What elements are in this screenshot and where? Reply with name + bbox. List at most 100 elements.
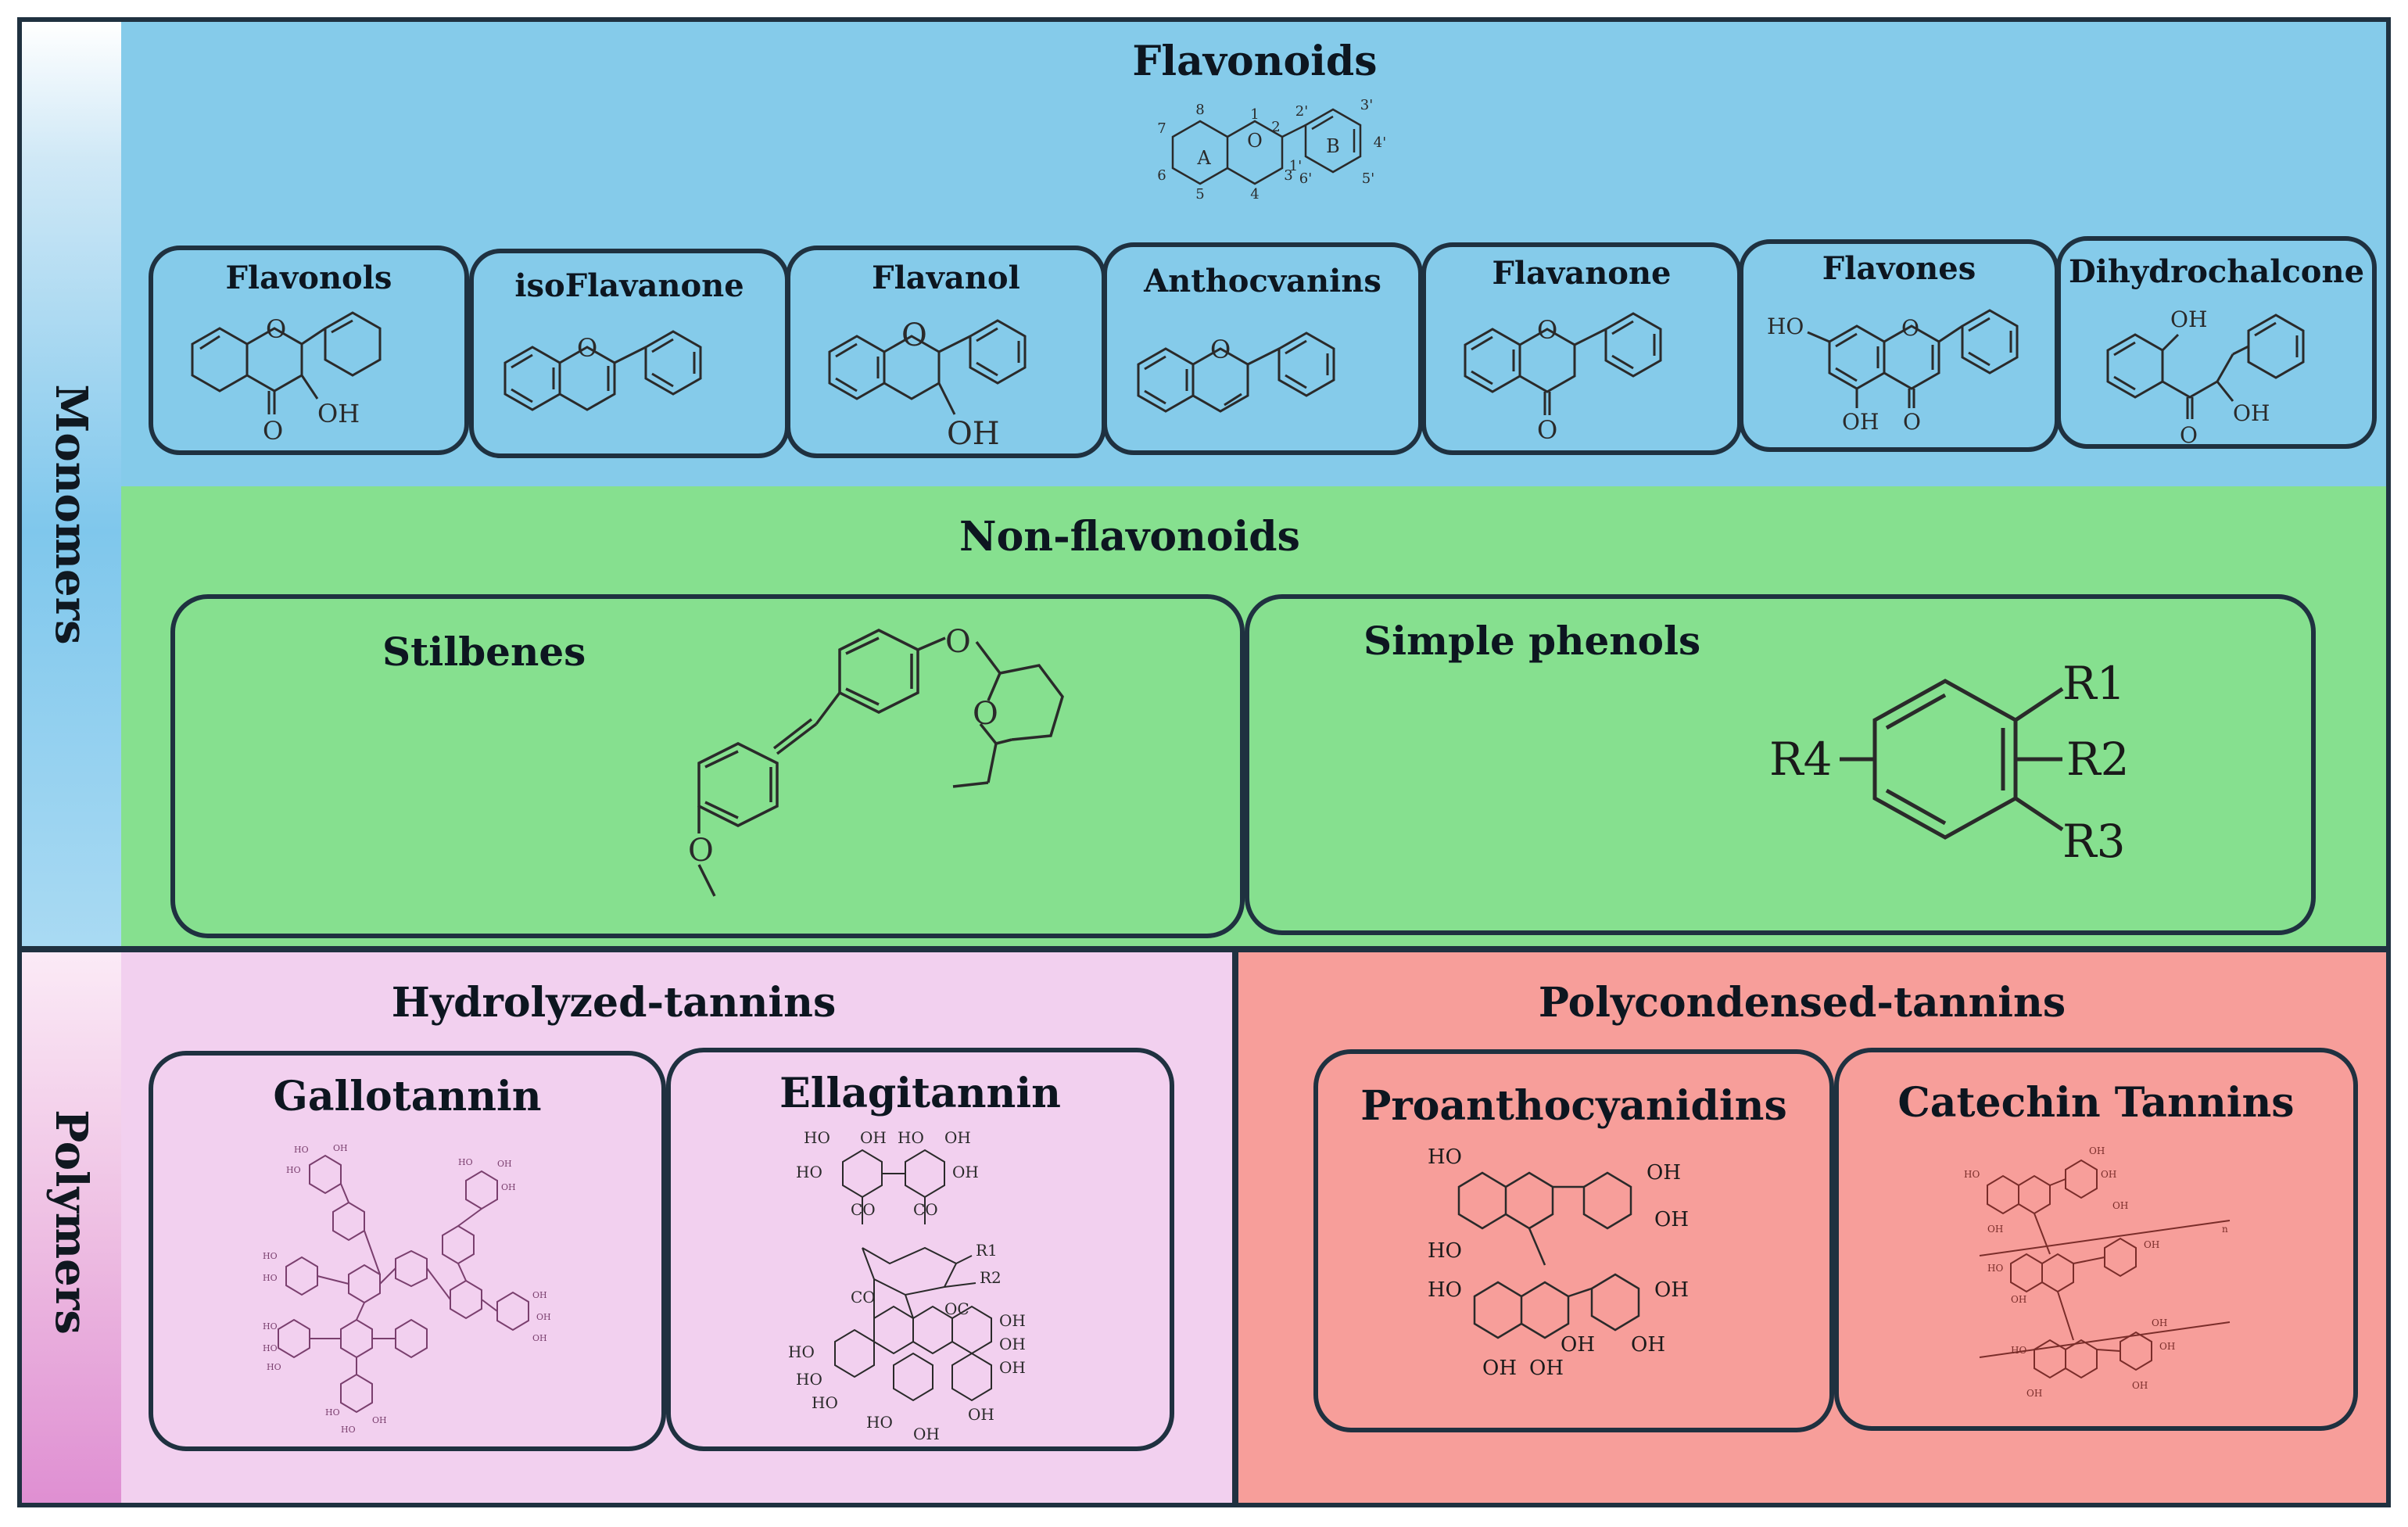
- svg-text:HO: HO: [804, 1128, 830, 1147]
- hydrolyzed-tannins-title: Hydrolyzed-tannins: [391, 979, 837, 1027]
- core-num: 1: [1250, 106, 1259, 123]
- pa-group: HO: [1428, 1278, 1462, 1302]
- core-num: 1': [1289, 158, 1302, 174]
- core-num: 2': [1295, 103, 1308, 120]
- flavonols-keto: O: [263, 416, 283, 446]
- pa-group: OH: [1561, 1333, 1595, 1357]
- core-num: 5': [1362, 170, 1374, 187]
- phenol-r4: R4: [1769, 733, 1833, 786]
- flavanol-ring-o: O: [901, 317, 927, 353]
- svg-text:OH: OH: [532, 1290, 547, 1300]
- svg-text:OH: OH: [913, 1425, 940, 1443]
- pa-group: HO: [1428, 1145, 1462, 1169]
- svg-text:OH: OH: [2132, 1380, 2148, 1391]
- card-gallotannin: Gallotannin: [149, 1051, 666, 1451]
- flavones-ho: HO: [1767, 314, 1804, 339]
- svg-text:HO: HO: [2011, 1345, 2026, 1356]
- card-flavanol-label: Flavanol: [872, 260, 1020, 296]
- flavonols-structure: O O OH: [191, 311, 382, 446]
- monomer-polymer-divider: [22, 946, 2386, 952]
- svg-text:OC: OC: [944, 1299, 969, 1318]
- flavonoids-title: Flavonoids: [1132, 38, 1378, 85]
- svg-text:CO: CO: [851, 1288, 876, 1307]
- card-flavonols-label: Flavonols: [225, 260, 392, 296]
- svg-text:HO: HO: [1987, 1263, 2003, 1274]
- card-anthocyanins: Anthocvanins O: [1102, 242, 1423, 455]
- svg-text:OH: OH: [2026, 1388, 2042, 1399]
- ellagitannin-label: Ellagitannin: [779, 1070, 1061, 1117]
- svg-text:HO: HO: [341, 1425, 356, 1435]
- svg-text:OH: OH: [999, 1311, 1026, 1330]
- isoflavanone-ring-o: O: [577, 333, 597, 363]
- flavonoid-core-structure: O A B 1 2 3 4 5 6 7 8 1' 2' 3' 4' 5' 6': [1157, 97, 1386, 203]
- flavonols-oh: OH: [317, 399, 360, 428]
- svg-text:OH: OH: [2089, 1145, 2105, 1156]
- card-isoflavanone-label: isoFlavanone: [514, 267, 744, 304]
- dihydrochalcone-oh: OH: [2233, 400, 2270, 426]
- core-num: 8: [1195, 102, 1204, 118]
- gallotannin-label: Gallotannin: [273, 1073, 542, 1120]
- flavonols-ring-o: O: [266, 314, 286, 344]
- core-num: 7: [1157, 120, 1166, 137]
- ellagitannin-r1: R1: [976, 1241, 998, 1260]
- svg-text:HO: HO: [796, 1370, 822, 1389]
- flavones-structure: O HO OH O: [1767, 309, 2019, 435]
- simple-phenol-structure: R1 R2 R3 R4: [1769, 657, 2130, 868]
- svg-text:HO: HO: [788, 1342, 815, 1361]
- svg-text:HO: HO: [325, 1407, 340, 1418]
- core-num: 3: [1284, 167, 1292, 184]
- dihydrochalcone-oh-top: OH: [2170, 306, 2207, 332]
- dihydrochalcone-keto: O: [2180, 422, 2198, 448]
- svg-text:OH: OH: [952, 1163, 979, 1181]
- svg-text:HO: HO: [267, 1362, 281, 1372]
- svg-text:n: n: [2222, 1224, 2228, 1235]
- pa-group: OH: [1529, 1357, 1564, 1380]
- isoflavanone-structure: O: [503, 330, 702, 411]
- card-anthocyanins-label: Anthocvanins: [1144, 263, 1381, 299]
- polycondensed-tannins-title: Polycondensed-tannins: [1538, 979, 2066, 1027]
- svg-text:OH: OH: [333, 1143, 348, 1153]
- svg-text:CO: CO: [851, 1200, 876, 1219]
- svg-text:HO: HO: [263, 1321, 278, 1332]
- svg-text:OH: OH: [944, 1128, 971, 1147]
- flavones-ring-o: O: [1901, 315, 1919, 341]
- card-stilbenes: Stilbenes O O O: [170, 594, 1245, 938]
- card-ellagitannin: Ellagitannin HO OH HO OH HO OH CO CO CO OC R1: [666, 1048, 1174, 1451]
- phenol-r2: R2: [2066, 733, 2130, 786]
- core-ring-a: A: [1196, 147, 1211, 169]
- stilbenes-label: Stilbenes: [382, 629, 586, 675]
- polymers-label: Polymers: [45, 1109, 97, 1335]
- card-proanthocyanidins: Proanthocyanidins HO OH OH HO HO OH OH O…: [1313, 1049, 1834, 1432]
- ellagitannin-r2: R2: [980, 1268, 1002, 1287]
- svg-text:OH: OH: [999, 1335, 1026, 1353]
- pa-group: OH: [1647, 1161, 1681, 1185]
- core-num: 6': [1299, 170, 1312, 187]
- flavanol-oh: OH: [947, 416, 1000, 452]
- svg-text:HO: HO: [796, 1163, 822, 1181]
- svg-text:OH: OH: [968, 1405, 994, 1424]
- pa-group: OH: [1631, 1333, 1665, 1357]
- svg-text:OH: OH: [2112, 1200, 2128, 1211]
- card-flavanone: Flavanone O O: [1421, 242, 1742, 455]
- flavones-oh: OH: [1842, 409, 1879, 435]
- stilbene-structure: O O O: [688, 624, 1064, 897]
- svg-text:OH: OH: [999, 1358, 1026, 1377]
- flavanol-structure: O OH: [828, 317, 1027, 452]
- core-num: 4: [1250, 186, 1259, 203]
- stilbene-ring-o: O: [973, 696, 998, 732]
- catechin-tannins-label: Catechin Tannins: [1897, 1079, 2295, 1127]
- flavones-keto: O: [1903, 409, 1921, 435]
- core-num: 2: [1271, 119, 1280, 135]
- monomers-sidebar: Monomers: [22, 22, 121, 948]
- svg-text:OH: OH: [536, 1312, 551, 1322]
- svg-text:OH: OH: [2144, 1239, 2159, 1250]
- svg-text:OH: OH: [2101, 1169, 2116, 1180]
- core-ring-b: B: [1326, 135, 1340, 157]
- simple-phenols-label: Simple phenols: [1363, 618, 1701, 664]
- svg-text:HO: HO: [294, 1145, 309, 1155]
- core-num: 6: [1157, 167, 1166, 184]
- svg-text:CO: CO: [913, 1200, 938, 1219]
- svg-text:OH: OH: [2011, 1294, 2026, 1305]
